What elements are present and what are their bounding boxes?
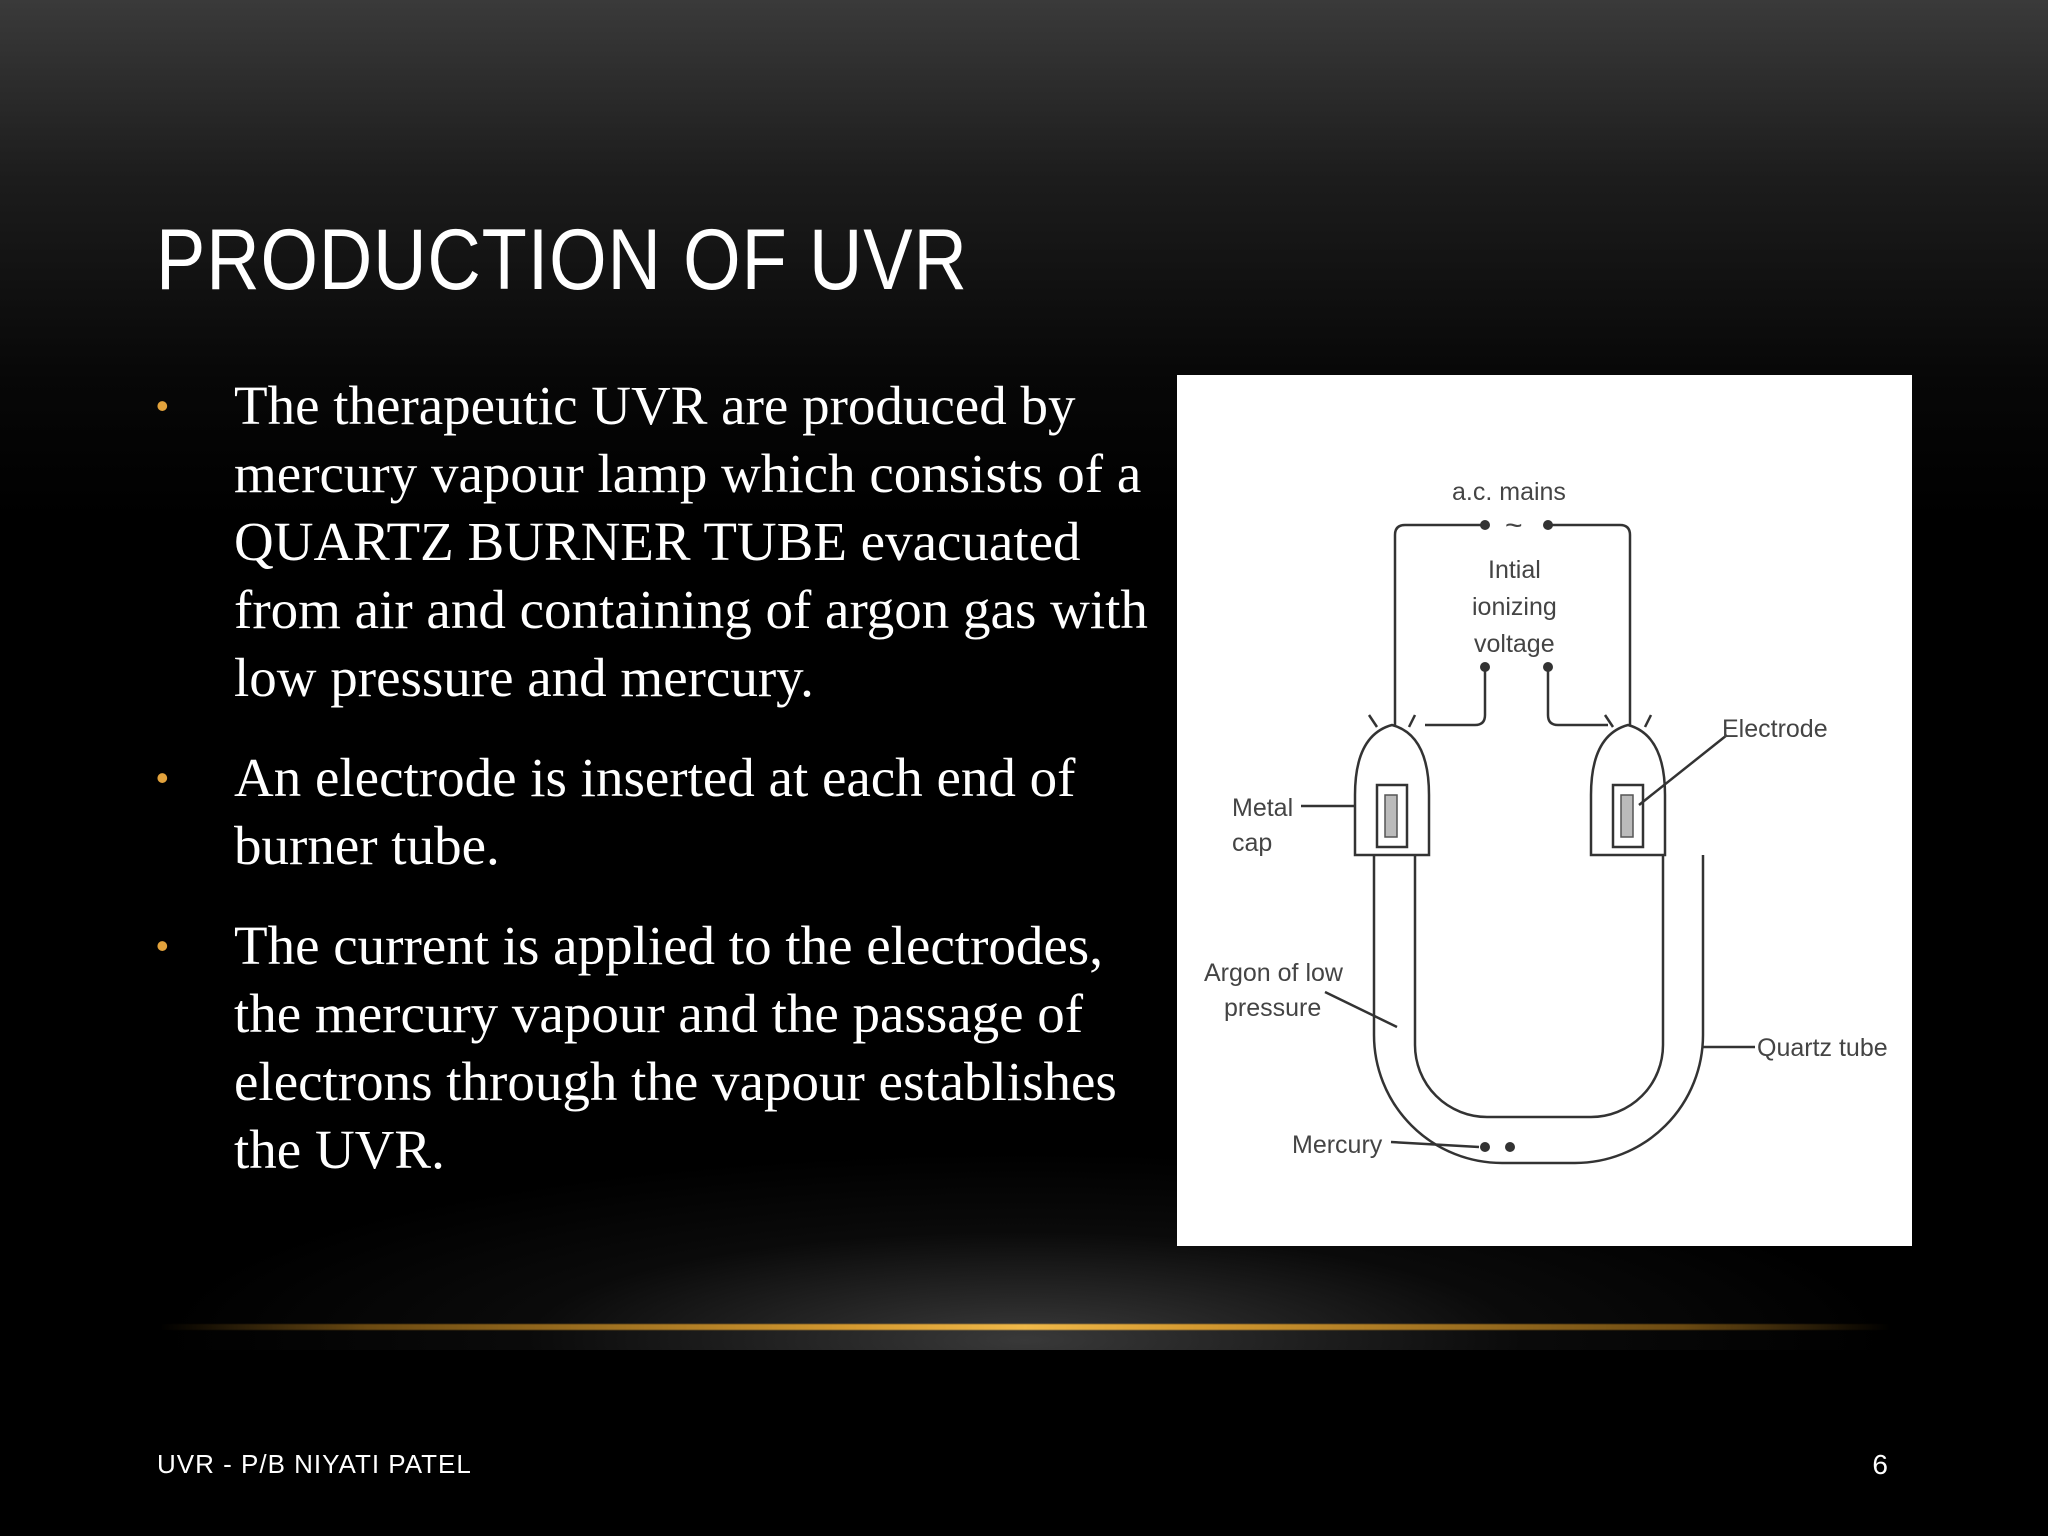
- bullet-item: • The therapeutic UVR are produced by me…: [156, 372, 1156, 712]
- label-quartz-tube: Quartz tube: [1757, 1034, 1888, 1062]
- bullet-text: An electrode is inserted at each end of …: [234, 747, 1076, 876]
- voltage-dot-left: [1480, 662, 1490, 672]
- label-tilde: ~: [1505, 509, 1523, 542]
- right-voltage-lead: [1546, 667, 1608, 727]
- bullet-item: • The current is applied to the electrod…: [156, 912, 1156, 1184]
- mercury-lamp-diagram: a.c. mains ~ Intial ionizing voltage Ele…: [1177, 375, 1912, 1246]
- right-wire: [1548, 523, 1632, 725]
- page-number: 6: [1872, 1449, 1888, 1480]
- bullet-marker: •: [156, 925, 169, 966]
- mains-dot-left: [1480, 520, 1490, 530]
- diagram-svg: a.c. mains ~ Intial ionizing voltage Ele…: [1204, 478, 1888, 1165]
- electrode-pointer: [1638, 734, 1728, 806]
- quartz-tube-outer: [1372, 855, 1705, 1165]
- mercury-pointer: [1390, 1140, 1480, 1149]
- footer-text: UVR - P/B NIYATI PATEL: [157, 1449, 472, 1479]
- left-cap-inner: [1375, 783, 1409, 849]
- label-argon-2: pressure: [1224, 994, 1321, 1022]
- diagram-lines: [1301, 523, 1755, 1165]
- mercury-dot-1: [1480, 1142, 1490, 1152]
- voltage-dot-right: [1543, 662, 1553, 672]
- bullet-marker: •: [156, 385, 169, 426]
- slide-title: PRODUCTION OF UVR: [156, 212, 968, 308]
- bullet-marker: •: [156, 757, 169, 798]
- bullet-list: • The therapeutic UVR are produced by me…: [156, 372, 1156, 1216]
- bullet-text: The current is applied to the electrodes…: [234, 915, 1117, 1180]
- electrode-filaments: [1384, 794, 1634, 838]
- label-electrode: Electrode: [1722, 715, 1828, 743]
- argon-pointer: [1324, 990, 1398, 1029]
- bullet-item: • An electrode is inserted at each end o…: [156, 744, 1156, 880]
- terminal-dots: [1480, 520, 1553, 1152]
- mercury-dot-2: [1505, 1142, 1515, 1152]
- label-mercury: Mercury: [1292, 1131, 1383, 1159]
- gold-divider-line: [160, 1324, 1890, 1330]
- right-cap-inner: [1611, 783, 1645, 849]
- label-metal-cap-1: Metal: [1232, 794, 1293, 822]
- quartz-tube-inner: [1413, 855, 1665, 1119]
- label-metal-cap-2: cap: [1232, 829, 1272, 857]
- label-voltage-3: voltage: [1474, 630, 1555, 658]
- mains-dot-right: [1543, 520, 1553, 530]
- left-voltage-lead: [1425, 667, 1487, 727]
- left-metal-cap: [1353, 723, 1431, 857]
- bullet-text: The therapeutic UVR are produced by merc…: [234, 375, 1148, 708]
- right-metal-cap: [1589, 723, 1667, 857]
- label-ac-mains: a.c. mains: [1452, 478, 1566, 506]
- label-argon-1: Argon of low: [1204, 959, 1344, 987]
- left-wire: [1393, 523, 1485, 725]
- label-voltage-1: Intial: [1488, 556, 1541, 584]
- label-voltage-2: ionizing: [1472, 593, 1557, 621]
